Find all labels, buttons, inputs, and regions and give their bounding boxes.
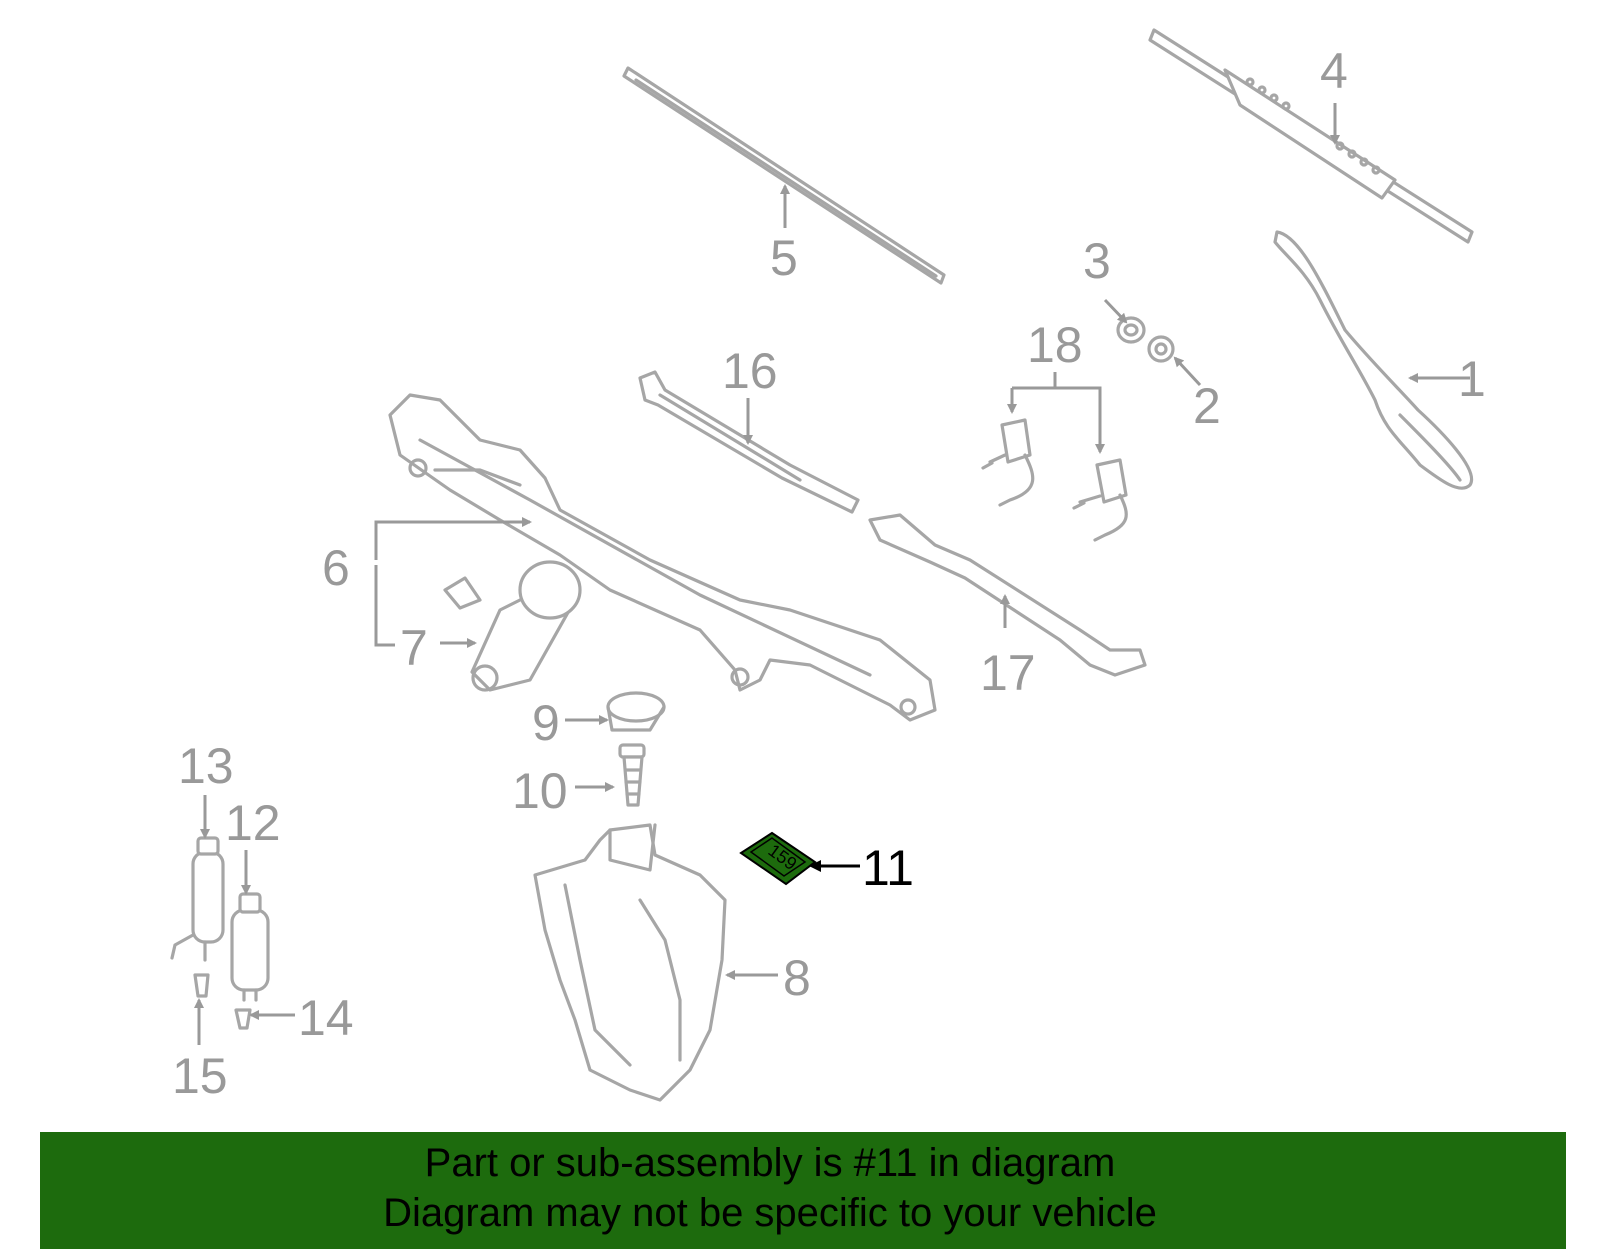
- leader-lines: [194, 103, 1470, 1045]
- washer-pump-12: [230, 892, 270, 1002]
- nut-cap-2: [1147, 335, 1175, 363]
- callout-5: 5: [770, 230, 798, 286]
- wiper-blade-right: [1148, 28, 1474, 244]
- callout-12: 12: [225, 795, 281, 851]
- callout-13: 13: [178, 738, 234, 794]
- callout-8: 8: [783, 950, 811, 1006]
- callout-15: 15: [172, 1048, 228, 1104]
- reservoir-cap: [606, 691, 666, 732]
- grommet-14: [234, 1008, 252, 1030]
- callout-2: 2: [1193, 378, 1221, 434]
- wiper-blade-left: [622, 66, 946, 285]
- callout-4: 4: [1320, 43, 1348, 99]
- callout-7: 7: [400, 620, 428, 676]
- banner-line-1: Part or sub-assembly is #11 in diagram: [424, 1141, 1116, 1185]
- washer-reservoir: [533, 823, 727, 1102]
- callout-10: 10: [512, 763, 568, 819]
- callout-9: 9: [532, 695, 560, 751]
- wiper-frame: [388, 393, 937, 722]
- parts-diagram: 159 1 2 3 4 5 6 7 8 9 10 11 12 13 14 15 …: [170, 28, 1486, 1104]
- callout-11: 11: [862, 840, 914, 896]
- banner-line-2: Diagram may not be specific to your vehi…: [383, 1191, 1157, 1235]
- washer-nozzle-b: [1072, 458, 1128, 542]
- info-banner: Part or sub-assembly is #11 in diagram D…: [40, 1132, 1566, 1249]
- washer-pump-13: [170, 836, 225, 962]
- callout-1: 1: [1458, 351, 1486, 407]
- washer-nozzle-a: [981, 418, 1035, 507]
- callout-17: 17: [980, 645, 1036, 701]
- callout-16: 16: [722, 343, 778, 399]
- callout-18: 18: [1027, 317, 1083, 373]
- filler-strainer: [618, 743, 646, 807]
- callout-6: 6: [322, 540, 350, 596]
- highlighted-part-label: 159: [739, 831, 817, 886]
- wiper-motor: [443, 560, 582, 692]
- grommet-15: [193, 973, 210, 998]
- callout-14: 14: [298, 990, 354, 1046]
- nut-cap-3: [1116, 316, 1146, 344]
- wiper-arm: [1273, 230, 1474, 490]
- callout-3: 3: [1083, 233, 1111, 289]
